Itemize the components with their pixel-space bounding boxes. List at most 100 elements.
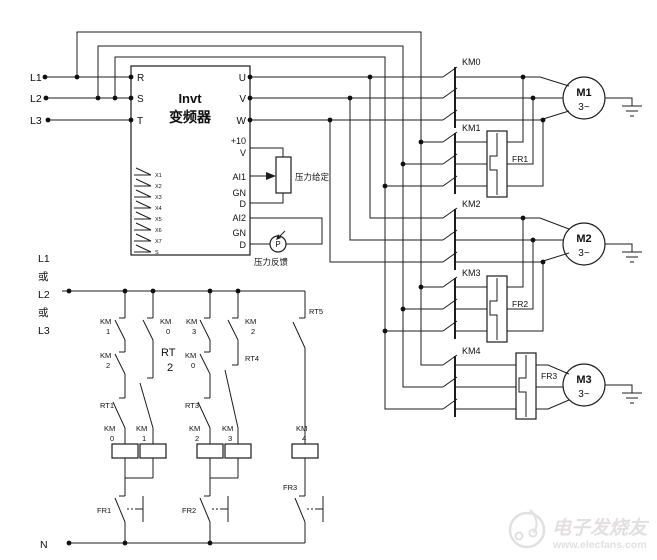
- terminal-r: R: [137, 73, 144, 84]
- thermal-relay-fr3: FR3: [455, 352, 570, 420]
- terminal-gnd1-gn: GN: [233, 188, 247, 198]
- neutral-label: N: [40, 539, 48, 551]
- b1-contact3-rt1: RT1: [100, 401, 114, 410]
- contactor-km0-label: KM0: [462, 57, 481, 67]
- ground-symbol-3: [605, 384, 642, 404]
- control-src-l1: L1: [38, 253, 50, 265]
- b1-contact-km-n: 1: [106, 327, 110, 336]
- motor-m2-phases: 3~: [578, 248, 590, 259]
- fr2-contact-label: FR2: [182, 506, 196, 515]
- terminal-s: S: [137, 94, 144, 105]
- b1-contact-km-t: KM: [100, 317, 111, 326]
- b1-contact2-km-t: KM: [100, 351, 111, 360]
- terminal-t: T: [137, 116, 143, 127]
- contactor-km1-label: KM1: [462, 123, 481, 133]
- digital-input-label-4: X4: [155, 206, 162, 212]
- control-src-l3: L3: [38, 325, 50, 337]
- thermal-relay-fr1: FR1: [455, 77, 544, 198]
- terminal-v: V: [239, 94, 246, 105]
- inverter-type-label: 变频器: [169, 109, 212, 125]
- coil-km2: [196, 443, 224, 459]
- terminal-gnd2-d: D: [240, 240, 247, 250]
- b2-rt-t: RT: [161, 347, 176, 359]
- fr3-label: FR3: [541, 371, 557, 381]
- control-branch-1: KM 1 KM 2 RT1 KM 0: [100, 291, 139, 478]
- control-branch-2: KM 0 RT 2 KM 1: [124, 291, 176, 492]
- digital-input-label-5: X5: [155, 217, 162, 223]
- control-branch-5: RT5 KM 4: [291, 291, 323, 492]
- control-branch-3: KM 3 KM 0 RT3 KM 2: [185, 291, 224, 478]
- b1-contact2-km-n: 2: [106, 361, 110, 370]
- digital-input-label-7: X7: [155, 239, 162, 245]
- motor-m3-name: M3: [576, 374, 591, 386]
- fr3-box: [515, 352, 537, 420]
- contactor-km3-label: KM3: [462, 268, 481, 278]
- b4-contact-km-t: KM: [245, 317, 256, 326]
- thermal-relay-fr2: FR2: [455, 218, 544, 343]
- b4-contact-km-n: 2: [251, 327, 255, 336]
- inverter-brand: Invt: [178, 91, 202, 106]
- digital-input-label-1: X1: [155, 173, 162, 179]
- fr3-trip-contact: FR3: [283, 483, 324, 543]
- fr1-contact-label: FR1: [97, 506, 111, 515]
- coil-km0-label-t: KM: [104, 424, 115, 433]
- b2-rt-n: 2: [167, 362, 173, 374]
- b4-contact2-rt4: RT4: [245, 354, 259, 363]
- coil-km4: [291, 443, 319, 459]
- b3-contact2-km-t: KM: [185, 351, 196, 360]
- fr1-trip-contact: FR1: [97, 492, 144, 543]
- b3-contact2-km-n: 0: [191, 361, 195, 370]
- inverter-digital-inputs: X1 X2 X3 X4 X5 X6 X7 S: [134, 167, 162, 256]
- motor-m2: M2 3~: [562, 222, 606, 266]
- b2-contact-km-t: KM: [160, 317, 171, 326]
- contactor-km4-label: KM4: [462, 346, 481, 356]
- watermark-logo-icon: [508, 511, 546, 549]
- coil-km1-label-t: KM: [136, 424, 147, 433]
- contactor-km1: KM1: [442, 123, 481, 194]
- motor-m2-name: M2: [576, 233, 591, 245]
- km2-to-m2-lines: [455, 217, 570, 263]
- terminal-w: W: [237, 116, 247, 127]
- digital-input-label-6: X6: [155, 228, 162, 234]
- bypass-routing-lines: [76, 31, 443, 410]
- control-src-l2: L2: [38, 289, 50, 301]
- contactor-km3: KM3: [442, 268, 481, 339]
- b3-contact3-rt3: RT3: [185, 401, 199, 410]
- pressure-feedback-circuit: P 压力反馈: [250, 217, 323, 267]
- terminal-10v: +10: [231, 136, 246, 146]
- ground-symbol-1: [605, 97, 642, 117]
- coil-km4-label-t: KM: [296, 424, 307, 433]
- fr3-contact-label: FR3: [283, 483, 297, 492]
- terminal-10v-v: V: [240, 148, 246, 158]
- contactor-km2: KM2: [442, 199, 481, 270]
- pressure-set-circuit: 压力给定: [250, 147, 330, 204]
- watermark-url: www.elecfans.com: [552, 539, 647, 551]
- contactor-km4: KM4: [442, 346, 481, 417]
- fr1-label: FR1: [512, 154, 528, 164]
- b5-contact-rt5: RT5: [309, 307, 323, 316]
- coil-km2-label-t: KM: [189, 424, 200, 433]
- coil-km3-label-n: 3: [228, 434, 232, 443]
- coil-km1: [139, 443, 167, 459]
- control-src-or1: 或: [38, 271, 49, 283]
- inverter-block: Invt 变频器 R S T U V W +10 V AI1 GN D AI2 …: [130, 65, 251, 256]
- control-branch-4: KM 2 RT4 KM 3: [209, 291, 259, 492]
- pressure-set-label: 压力给定: [295, 172, 330, 182]
- terminal-u: U: [239, 73, 246, 84]
- digital-input-label-8: S: [155, 250, 159, 256]
- terminal-ai2: AI2: [232, 213, 246, 223]
- watermark-brand: 电子发烧友: [552, 517, 650, 539]
- motor-m1-name: M1: [576, 87, 591, 99]
- wiper-arrow-icon: [266, 172, 276, 180]
- neutral-line: N: [40, 539, 305, 551]
- b3-contact-km-t: KM: [186, 317, 197, 326]
- coil-km0-label-n: 0: [110, 434, 114, 443]
- watermark: 电子发烧友 www.elecfans.com: [508, 509, 650, 551]
- digital-input-label-3: X3: [155, 195, 162, 201]
- potentiometer: [275, 156, 292, 194]
- coil-km2-label-n: 2: [195, 434, 199, 443]
- mains-l3-label: L3: [30, 115, 42, 127]
- coil-km3-label-t: KM: [222, 424, 233, 433]
